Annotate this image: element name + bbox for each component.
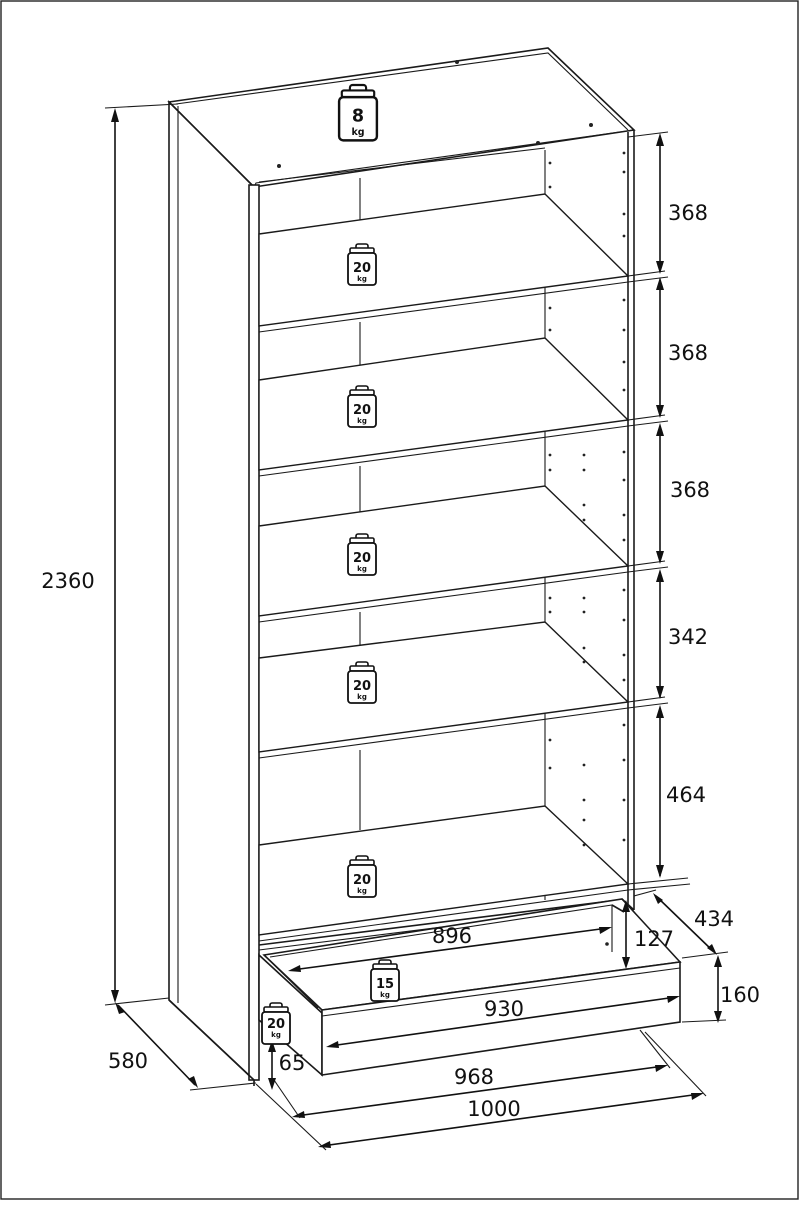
drawer-front-height-label: 160 [720, 983, 760, 1007]
front-left-edge [248, 184, 260, 1081]
base-load-unit: kg [271, 1031, 281, 1039]
total-height-label: 2360 [41, 569, 94, 593]
weight-badge-shelf-1: 20 kg [347, 243, 377, 286]
weight-badge-base: 20 kg [261, 1002, 291, 1045]
depth-label: 580 [108, 1049, 148, 1073]
shelf-3-load-unit: kg [357, 565, 367, 573]
bottom-shelf-load-unit: kg [357, 887, 367, 895]
shelf-4-load-value: 20 [353, 679, 371, 694]
bottom-shelf-load-value: 20 [353, 873, 371, 888]
shelf-3-load-value: 20 [353, 551, 371, 566]
dimension-lines [104, 103, 729, 1151]
base-load-value: 20 [267, 1017, 285, 1032]
plinth-height-label: 65 [279, 1051, 306, 1075]
left-side-panel [168, 100, 255, 1082]
weight-badge-drawer: 15 kg [370, 959, 400, 1002]
dimension-labels: 2360 580 368 368 368 342 464 434 127 160… [41, 201, 760, 1121]
top-load-unit: kg [351, 127, 364, 138]
cabinet-body [167, 47, 636, 1082]
compartment-2-label: 368 [668, 341, 708, 365]
compartment-3-label: 368 [670, 478, 710, 502]
shelf-2-load-unit: kg [357, 417, 367, 425]
shelf-1-load-value: 20 [353, 261, 371, 276]
compartment-5-label: 464 [666, 783, 706, 807]
shelf-1 [258, 193, 630, 327]
compartment-1-label: 368 [668, 201, 708, 225]
outer-width-label: 1000 [467, 1097, 520, 1121]
shelf-4-load-unit: kg [357, 693, 367, 701]
drawer-load-value: 15 [376, 977, 394, 992]
shelf-2 [258, 337, 630, 471]
compartment-4-label: 342 [668, 625, 708, 649]
drawer-box-height-label: 127 [634, 927, 674, 951]
shelf-1-load-unit: kg [357, 275, 367, 283]
weight-badge-top: 8 kg [337, 83, 379, 142]
drawer-front [321, 961, 681, 1076]
drawer-box-width-label: 896 [432, 924, 472, 948]
shelf-2-load-value: 20 [353, 403, 371, 418]
shelf-peg-holes [548, 151, 626, 847]
weight-badge-shelf-3: 20 kg [347, 533, 377, 576]
top-load-value: 8 [352, 106, 364, 126]
weight-badge-shelf-2: 20 kg [347, 385, 377, 428]
weight-badge-shelf-4: 20 kg [347, 661, 377, 704]
drawer-load-unit: kg [380, 991, 390, 999]
drawer-inner-width-label: 930 [484, 997, 524, 1021]
drawer-front-width-label: 968 [454, 1065, 494, 1089]
drawer-pull-out-label: 434 [694, 907, 734, 931]
shelves [258, 147, 691, 942]
weight-badge-bottom-shelf: 20 kg [347, 855, 377, 898]
